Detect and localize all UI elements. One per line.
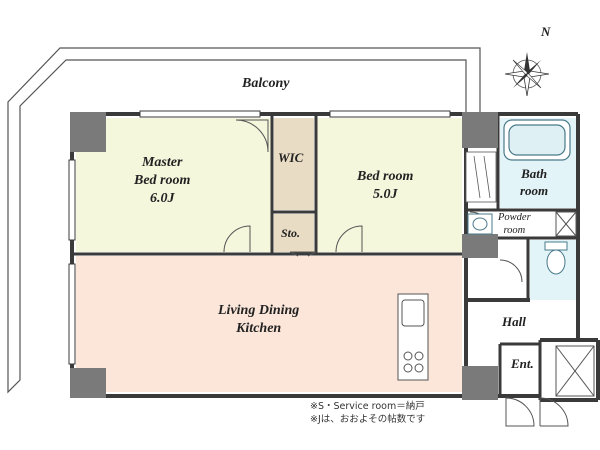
bathtub-icon: [503, 119, 571, 161]
master-bedroom-fill: [76, 118, 271, 252]
sink-icon: [467, 213, 493, 235]
bath-line2: room: [520, 182, 549, 198]
note-service-room: ※S・Service room＝納戸: [310, 401, 425, 412]
powder-line2: room: [503, 225, 526, 236]
compass-north-label: N: [540, 24, 551, 39]
powder-line1: Powder: [498, 212, 531, 223]
hall-label: Hall: [502, 314, 526, 329]
toilet-icon: [544, 241, 568, 275]
kitchen-counter-icon: [397, 293, 429, 381]
shaft-boxes: [555, 211, 595, 397]
wic-label: WIC: [278, 150, 304, 165]
ldk-label: Living Dining Kitchen: [218, 302, 299, 338]
ldk-line1: Living Dining: [218, 303, 300, 318]
bedroom-label: Bed room 5.0J: [357, 168, 413, 204]
bath-label: Bath room: [520, 166, 548, 199]
master-bedroom-label: Master Bed room 6.0J: [134, 154, 190, 208]
bedroom-line1: Bed room: [357, 169, 414, 184]
bedroom-size: 5.0J: [372, 186, 398, 202]
balcony-label: Balcony: [242, 76, 290, 91]
bath-line1: Bath: [521, 166, 548, 181]
storage-fill: [274, 214, 314, 252]
master-bedroom-line2: Bed room: [134, 172, 191, 188]
storage-label: Sto.: [281, 226, 301, 240]
windows: [68, 110, 451, 365]
master-bedroom-line1: Master: [141, 155, 183, 170]
columns: [70, 112, 498, 400]
interior-walls: [72, 114, 578, 400]
compass-icon: [504, 52, 550, 97]
note-tatami-size: ※Jは、おおよその帖数です: [310, 414, 426, 425]
bedroom-fill: [317, 118, 462, 252]
powder-label: Powder room: [498, 211, 531, 237]
master-bedroom-size: 6.0J: [149, 190, 175, 206]
entrance-label: Ent.: [511, 356, 534, 371]
shelf-icon: [465, 151, 497, 203]
ldk-line2: Kitchen: [236, 320, 282, 336]
wic-fill: [274, 118, 314, 210]
